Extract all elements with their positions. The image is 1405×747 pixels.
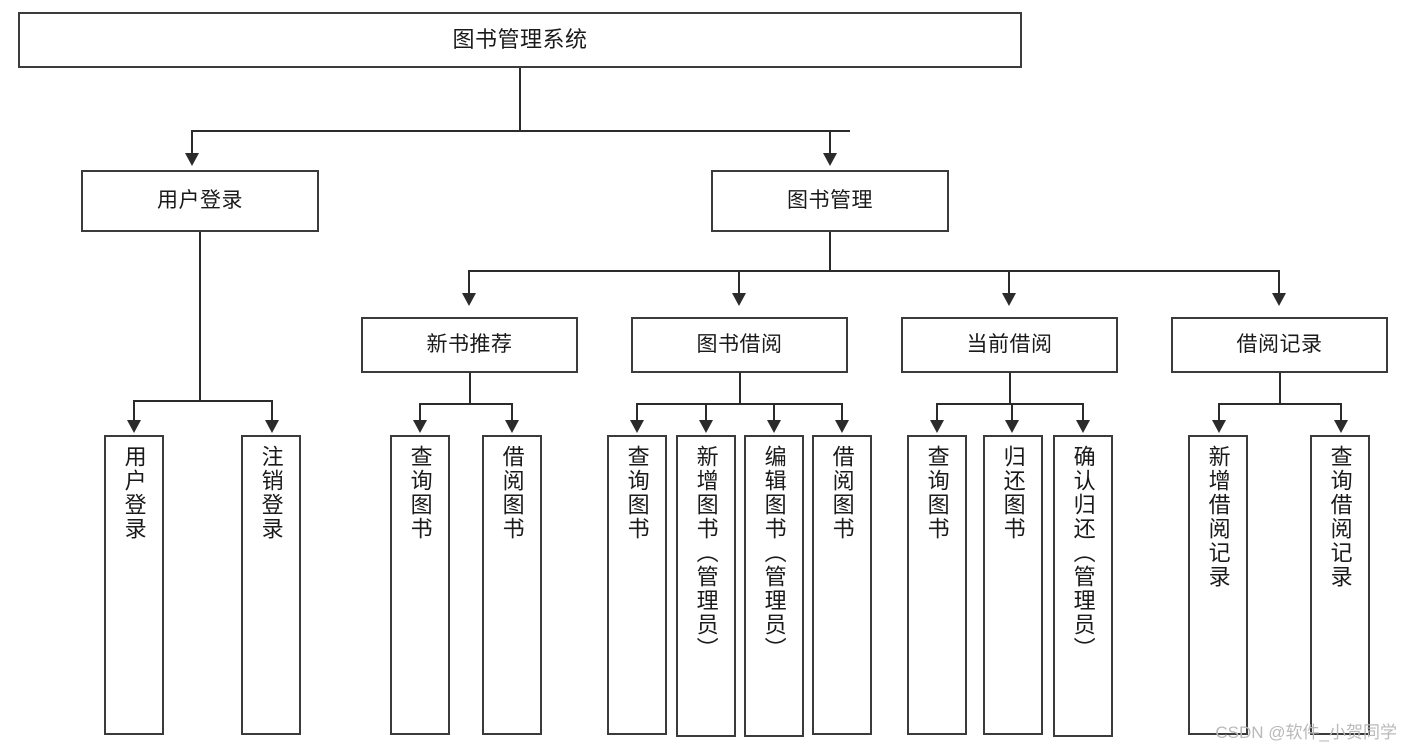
node-label: 新增图书（管理员） xyxy=(693,445,719,661)
connector-book-mgmt-drop-2 xyxy=(738,270,740,295)
connector-new-book-rec-stem xyxy=(469,373,471,403)
node-label: 新书推荐 xyxy=(426,332,513,356)
connector-borrow-record-bus xyxy=(1218,403,1340,405)
node-label: 查询图书 xyxy=(624,445,650,541)
connector-user-login-drop-1 xyxy=(133,400,135,422)
arrow-to-new-book-rec xyxy=(462,293,476,306)
arrow-to-leaf-confirm-return xyxy=(1076,420,1090,433)
connector-book-borrow-stem xyxy=(739,373,741,403)
connector-current-borrow-drop-1 xyxy=(936,403,938,422)
leaf-query-book-borrow[interactable]: 查询图书 xyxy=(607,435,667,735)
leaf-user-login[interactable]: 用户登录 xyxy=(104,435,164,735)
connector-current-borrow-bus xyxy=(936,403,1082,405)
connector-user-login-bus xyxy=(133,400,271,402)
arrow-to-current-borrow xyxy=(1002,293,1016,306)
connector-user-login-stem xyxy=(199,232,201,400)
connector-current-borrow-stem xyxy=(1009,373,1011,403)
leaf-add-book-admin[interactable]: 新增图书（管理员） xyxy=(676,435,736,737)
node-label: 查询借阅记录 xyxy=(1327,445,1353,589)
csdn-watermark: CSDN @软件_小贺同学 xyxy=(1215,723,1397,742)
connector-borrow-record-stem xyxy=(1279,373,1281,403)
arrow-to-leaf-add-book xyxy=(699,420,713,433)
connector-book-borrow-drop-3 xyxy=(773,403,775,422)
node-label: 当前借阅 xyxy=(966,332,1053,356)
arrow-to-leaf-borrow-book-2 xyxy=(835,420,849,433)
connector-user-login-drop-2 xyxy=(271,400,273,422)
node-user-login[interactable]: 用户登录 xyxy=(81,170,319,232)
node-label: 查询图书 xyxy=(407,445,433,541)
connector-book-mgmt-bus xyxy=(468,270,1280,272)
leaf-logout[interactable]: 注销登录 xyxy=(241,435,301,735)
connector-root-to-user-login xyxy=(191,130,193,155)
leaf-add-borrow-record[interactable]: 新增借阅记录 xyxy=(1188,435,1248,735)
connector-borrow-record-drop-1 xyxy=(1218,403,1220,422)
node-label: 借阅图书 xyxy=(499,445,525,541)
node-current-borrow[interactable]: 当前借阅 xyxy=(901,317,1118,373)
node-borrow-record[interactable]: 借阅记录 xyxy=(1171,317,1388,373)
arrow-to-leaf-query-record xyxy=(1334,420,1348,433)
connector-current-borrow-drop-2 xyxy=(1011,403,1013,422)
connector-new-book-rec-drop-1 xyxy=(419,403,421,422)
node-label: 确认归还（管理员） xyxy=(1070,445,1096,661)
arrow-to-leaf-user-login xyxy=(127,420,141,433)
connector-new-book-rec-drop-2 xyxy=(511,403,513,422)
node-book-borrow[interactable]: 图书借阅 xyxy=(631,317,848,373)
node-label: 归还图书 xyxy=(1000,445,1026,541)
leaf-query-book-new-rec[interactable]: 查询图书 xyxy=(390,435,450,735)
connector-root-bus xyxy=(191,130,850,132)
connector-book-mgmt-drop-4 xyxy=(1278,270,1280,295)
node-label: 借阅记录 xyxy=(1236,332,1323,356)
arrow-to-borrow-record xyxy=(1272,293,1286,306)
node-label: 图书管理系统 xyxy=(452,27,588,53)
leaf-borrow-book[interactable]: 借阅图书 xyxy=(812,435,872,735)
node-label: 借阅图书 xyxy=(829,445,855,541)
connector-new-book-rec-bus xyxy=(419,403,513,405)
connector-borrow-record-drop-2 xyxy=(1340,403,1342,422)
arrow-to-leaf-add-record xyxy=(1212,420,1226,433)
arrow-root-to-book-mgmt xyxy=(823,153,837,166)
arrow-to-leaf-return-book xyxy=(1005,420,1019,433)
connector-book-borrow-drop-1 xyxy=(636,403,638,422)
arrow-root-to-user-login xyxy=(185,153,199,166)
arrow-to-leaf-logout xyxy=(265,420,279,433)
node-new-book-recommend[interactable]: 新书推荐 xyxy=(361,317,578,373)
connector-book-borrow-drop-4 xyxy=(841,403,843,422)
node-label: 编辑图书（管理员） xyxy=(761,445,787,661)
connector-book-mgmt-drop-1 xyxy=(468,270,470,295)
connector-root-stem xyxy=(519,68,521,130)
leaf-query-borrow-record[interactable]: 查询借阅记录 xyxy=(1310,435,1370,735)
node-label: 注销登录 xyxy=(258,445,284,541)
node-root-library-system[interactable]: 图书管理系统 xyxy=(18,12,1022,68)
node-label: 用户登录 xyxy=(121,445,147,541)
leaf-borrow-book-new-rec[interactable]: 借阅图书 xyxy=(482,435,542,735)
leaf-confirm-return-admin[interactable]: 确认归还（管理员） xyxy=(1053,435,1113,737)
node-label: 查询图书 xyxy=(924,445,950,541)
arrow-to-leaf-query-book-3 xyxy=(930,420,944,433)
connector-book-borrow-bus xyxy=(636,403,843,405)
node-label: 图书管理 xyxy=(787,188,873,212)
connector-book-mgmt-stem xyxy=(829,232,831,270)
arrow-to-book-borrow xyxy=(732,293,746,306)
leaf-return-book[interactable]: 归还图书 xyxy=(983,435,1043,735)
node-label: 用户登录 xyxy=(157,188,243,212)
node-book-management[interactable]: 图书管理 xyxy=(711,170,949,232)
arrow-to-leaf-borrow-book-1 xyxy=(505,420,519,433)
arrow-to-leaf-query-book-2 xyxy=(630,420,644,433)
leaf-query-book-current[interactable]: 查询图书 xyxy=(907,435,967,735)
node-label: 新增借阅记录 xyxy=(1205,445,1231,589)
leaf-edit-book-admin[interactable]: 编辑图书（管理员） xyxy=(744,435,804,737)
arrow-to-leaf-edit-book xyxy=(767,420,781,433)
connector-book-mgmt-drop-3 xyxy=(1008,270,1010,295)
arrow-to-leaf-query-book-1 xyxy=(413,420,427,433)
connector-book-borrow-drop-2 xyxy=(705,403,707,422)
connector-root-to-book-mgmt xyxy=(829,130,831,155)
connector-current-borrow-drop-3 xyxy=(1082,403,1084,422)
node-label: 图书借阅 xyxy=(696,332,783,356)
